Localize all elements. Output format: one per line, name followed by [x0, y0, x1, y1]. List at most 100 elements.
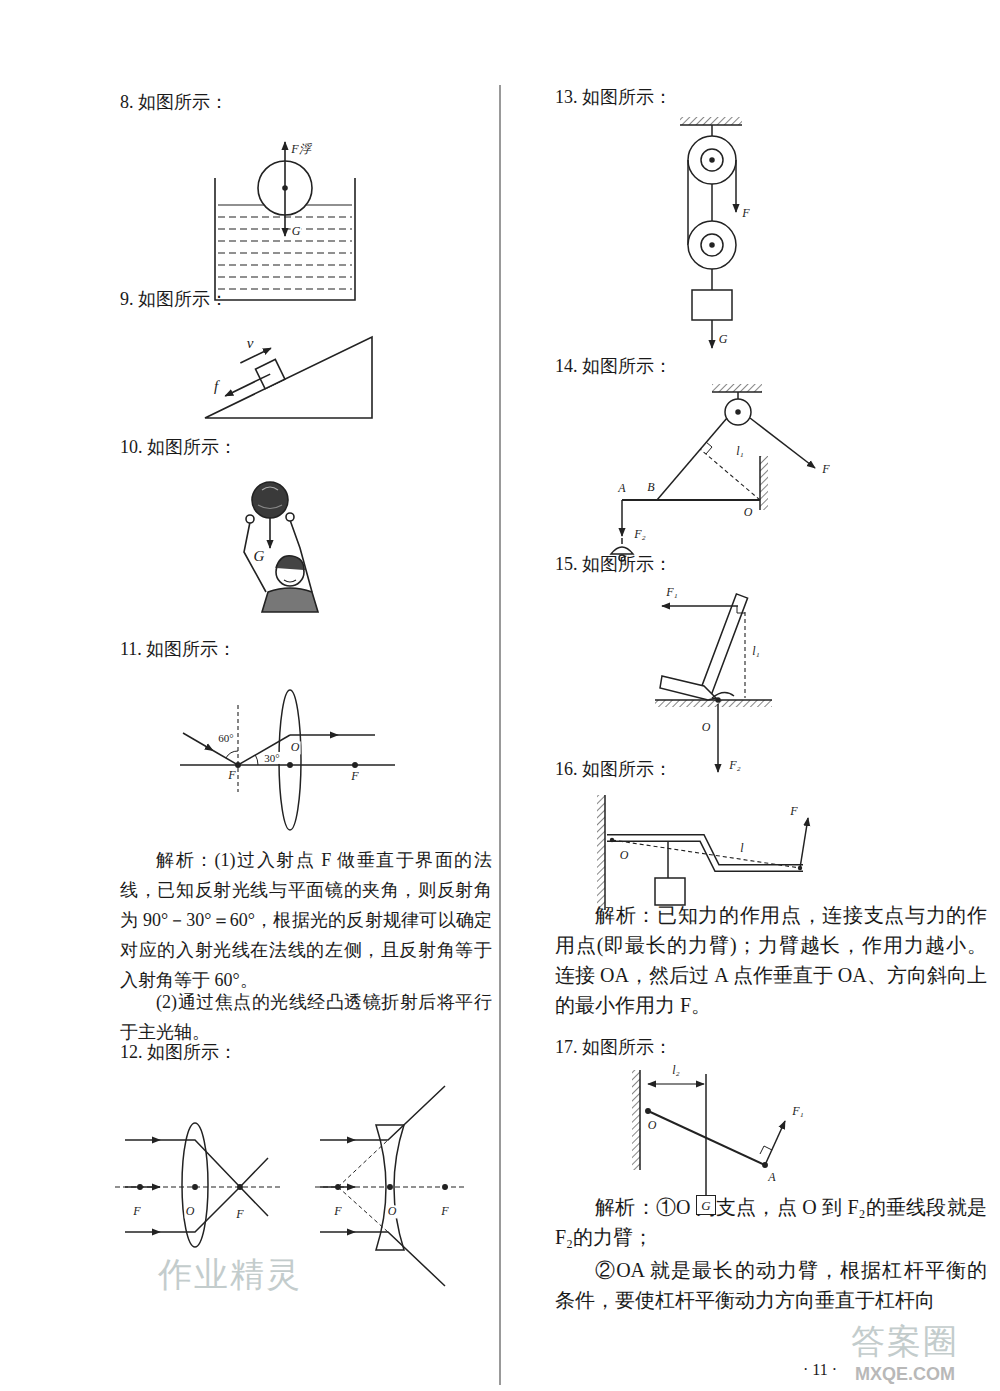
explanation-text: 解析：(1)过入射点 F 做垂直于界面的法线，已知反射光线与平面镜的夹角，则反射…: [120, 845, 492, 995]
ball-person-figure-part: [258, 505, 282, 509]
bent-lever-diagram-part: [798, 866, 802, 870]
convex-lens-diagram-part: [160, 1158, 268, 1232]
symbol-label: G: [718, 333, 729, 346]
straight-lever-diagram: [632, 1070, 785, 1195]
symbol-label: O: [387, 1205, 398, 1218]
concave-lens-diagram-part: [443, 1185, 447, 1189]
ball-person-figure-part: [286, 513, 294, 521]
symbol-label: G: [253, 548, 266, 565]
ball-person-figure-part: [269, 518, 271, 548]
reflection-lens-diagram-part: [290, 734, 338, 736]
reflection-lens-diagram-part: [338, 734, 375, 736]
concave-lens-diagram-part: [320, 1139, 355, 1141]
straight-lever-diagram-part: [763, 1163, 767, 1167]
reflection-lens-diagram-part: [255, 755, 258, 765]
claw-hammer-diagram-part: [655, 700, 772, 707]
bent-lever-diagram-part: [655, 878, 685, 905]
symbol-label: A: [767, 1171, 776, 1184]
concave-lens-diagram-part: [320, 1231, 355, 1233]
concave-lens-diagram-part: [355, 1086, 445, 1140]
column-divider: [499, 85, 500, 1385]
convex-lens-diagram-part: [193, 1185, 197, 1189]
ball-person-figure-part: [262, 487, 278, 490]
ball-person-figure-part: [252, 482, 288, 518]
question-heading: 17. 如图所示：: [555, 1038, 672, 1058]
pulley-system: [680, 117, 742, 348]
symbol-label: F: [132, 1205, 141, 1218]
lamp-lever-diagram-part: [737, 392, 739, 399]
convex-lens-diagram-part: [125, 1231, 160, 1233]
incline-diagram: [205, 337, 372, 418]
ball-person-figure-part: [246, 515, 254, 523]
straight-lever-diagram-part: [639, 1070, 641, 1170]
reflection-lens-diagram-part: [236, 763, 240, 767]
question-heading: 13. 如图所示：: [555, 88, 672, 108]
lamp-lever-diagram-part: [759, 456, 761, 510]
lamp-lever-diagram-part: [657, 418, 727, 500]
bent-lever-diagram-part: [800, 818, 808, 868]
pulley-system-part: [680, 117, 742, 125]
pulley-system-part: [701, 149, 723, 171]
question-heading: 16. 如图所示：: [555, 760, 672, 780]
ball-person-figure-part: [284, 580, 296, 582]
symbol-label: f: [213, 378, 219, 395]
claw-hammer-diagram-part: [655, 699, 772, 701]
reflection-lens-diagram-part: [213, 751, 238, 766]
claw-hammer-diagram-part: [660, 676, 716, 700]
symbol-label: F浮: [290, 143, 311, 156]
symbol-label: l₁: [751, 645, 761, 658]
symbol-label: l₁: [735, 445, 745, 458]
incline-diagram-part-part: [225, 374, 270, 396]
symbol-label: F: [350, 770, 359, 783]
straight-lever-diagram-part: [760, 1146, 772, 1154]
symbol-label: F: [821, 463, 830, 476]
lamp-lever-diagram-part: [712, 391, 762, 393]
symbol-label: F: [235, 1208, 244, 1221]
symbol-label: F₁: [791, 1105, 805, 1118]
symbol-label: F₁: [665, 586, 679, 599]
question-heading: 11. 如图所示：: [120, 640, 236, 660]
lamp-lever-diagram-part: [712, 384, 762, 392]
bent-lever-diagram-part: [597, 795, 605, 910]
symbol-label: l₂: [671, 1064, 681, 1077]
pulley-system-part: [711, 125, 713, 136]
lamp-lever-diagram-part: [760, 456, 768, 510]
symbol-label: G: [291, 225, 302, 238]
convex-lens-diagram-part: [182, 1123, 208, 1247]
concave-lens-diagram-part: [338, 1187, 388, 1232]
explanation-text: 解析：①O 为支点，点 O 到 F₂的垂线段就是 F₂的力臂；: [555, 1192, 987, 1252]
explanation-text: 解析：已知力的作用点，连接支点与力的作用点(即最长的力臂)；力臂越长，作用力越小…: [555, 900, 987, 1020]
incline-diagram-part-part: [255, 359, 284, 388]
watermark: MXQE.COM: [855, 1365, 955, 1385]
reflection-lens-diagram-part: [238, 735, 290, 765]
bent-lever-diagram-part: [667, 842, 669, 878]
ball-person-figure: [244, 482, 318, 612]
pulley-system-part: [687, 160, 689, 245]
claw-hammer-diagram-part: [716, 698, 720, 702]
concave-lens-diagram-part: [336, 1185, 340, 1189]
lamp-lever-diagram-part: [621, 500, 623, 536]
bent-lever-diagram-part: [612, 840, 800, 868]
straight-lever-diagram-part: [676, 1083, 704, 1084]
lamp-lever-diagram-part: [700, 449, 760, 500]
reflection-lens-diagram-part: [288, 763, 292, 767]
node-text: G: [701, 1199, 710, 1212]
angle-label: 60°: [217, 732, 234, 744]
question-heading: 14. 如图所示：: [555, 357, 672, 377]
pulley-system-part: [680, 124, 742, 126]
symbol-label: F: [227, 769, 236, 782]
pulley-system-part: [711, 184, 713, 221]
symbol-label: F₂: [633, 528, 647, 541]
convex-lens-diagram-part: [160, 1140, 268, 1216]
lamp-lever-diagram-part: [725, 399, 751, 425]
symbol-label: F: [789, 805, 798, 818]
pulley-system-part: [710, 243, 714, 247]
pulley-system-part: [710, 158, 714, 162]
claw-hammer-diagram-part: [712, 692, 734, 698]
lamp-lever-diagram: [611, 384, 815, 561]
symbol-label: l: [739, 842, 744, 855]
explanation-text: ②OA 就是最长的动力臂，根据杠杆平衡的条件，要使杠杆平衡动力方向垂直于杠杆向: [555, 1255, 987, 1315]
claw-hammer-diagram: [655, 594, 772, 772]
buoyancy-diagram-part-part: [218, 276, 352, 277]
reflection-lens-diagram: [180, 690, 395, 830]
